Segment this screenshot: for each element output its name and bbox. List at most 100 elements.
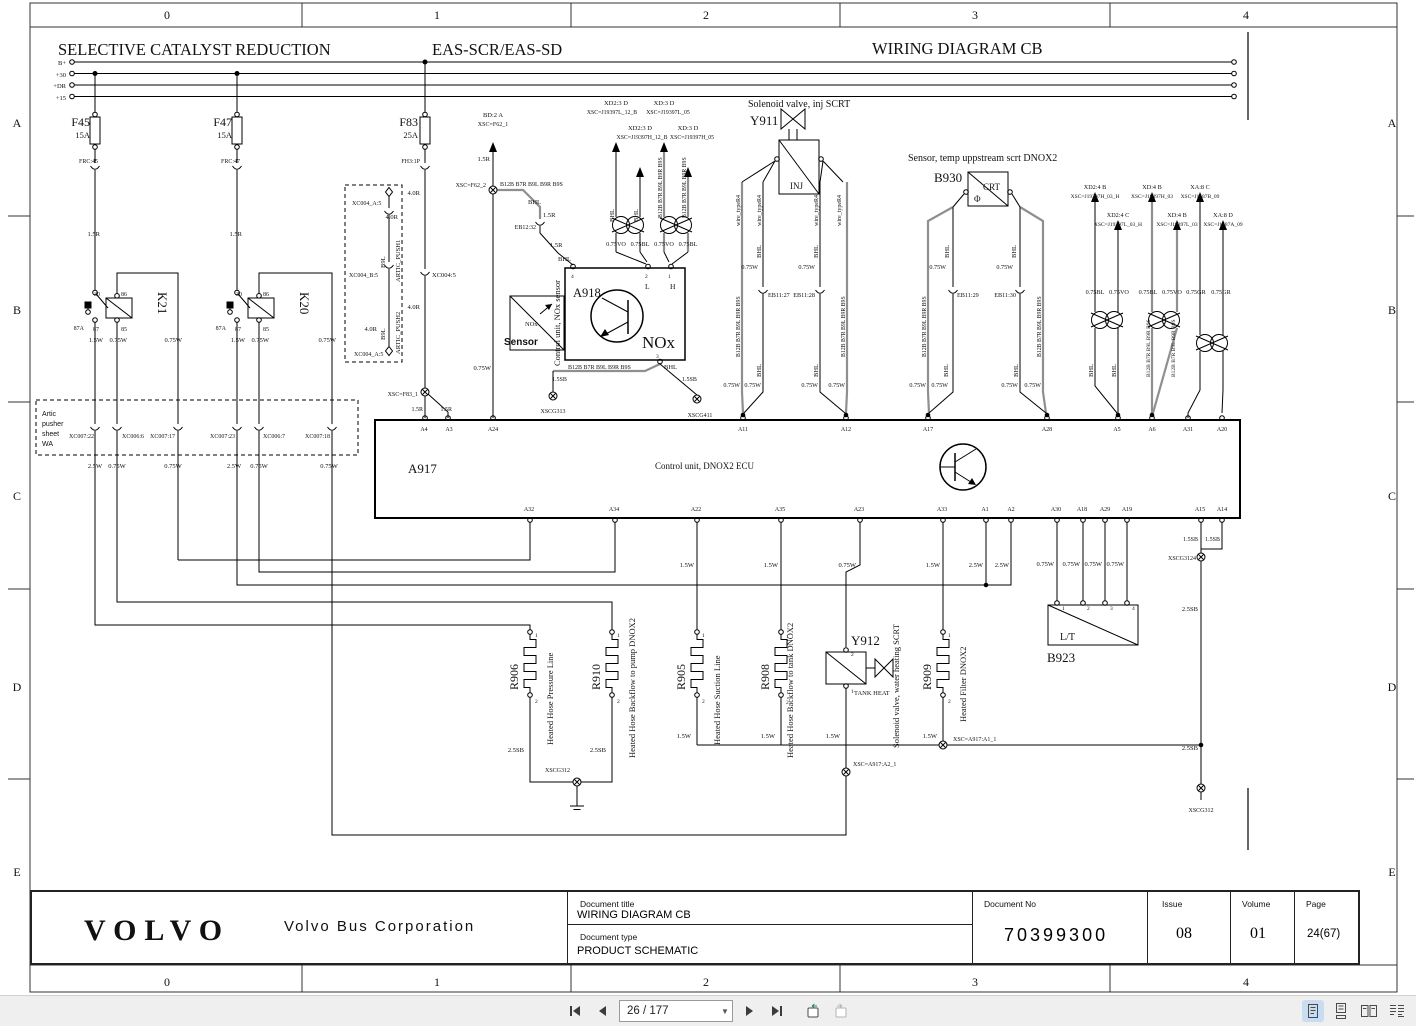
grid-col: 1 — [434, 975, 440, 989]
sensor-b930-symbol — [964, 172, 1013, 206]
grid-col: 0 — [164, 975, 170, 989]
diagram-label: XC007:17 — [150, 434, 175, 440]
diagram-label: EB12:32 — [515, 225, 536, 231]
diagram-label: 0.75W — [828, 382, 845, 389]
relay-k20-label: K20 — [297, 292, 312, 314]
diagram-label: 0.75W — [801, 382, 818, 389]
diagram-label: 0.75W — [1024, 382, 1041, 389]
previous-page-button[interactable] — [591, 999, 615, 1023]
diagram-label: 0.75W — [931, 382, 948, 389]
diagram-label: A14 — [1217, 507, 1227, 513]
diagram-label: BHL — [756, 364, 763, 377]
fuse-f83-label: F83 — [399, 115, 418, 129]
diagram-label: sheet — [42, 431, 59, 438]
fuse-f45-symbol — [90, 117, 100, 144]
diagram-label: XC004_B:5 — [349, 273, 378, 279]
diagram-label: XSC=F62_2 — [456, 183, 486, 189]
diagram-label: 1.5R — [88, 231, 101, 238]
diagram-label: XC006:7 — [263, 434, 285, 440]
diagram-label: BHL — [528, 199, 541, 206]
diagram-label: 2.5W — [969, 562, 984, 569]
diagram-label: Control unit, NOx sensor — [552, 280, 562, 366]
diagram-label: A22 — [691, 507, 701, 513]
diagram-label: 15A — [217, 130, 233, 140]
diagram-label: 1.5W — [231, 337, 246, 344]
nox-sensor-symbol — [510, 296, 564, 350]
diagram-label: 0.75W — [741, 264, 758, 271]
last-page-button[interactable] — [765, 999, 789, 1023]
diagram-label: Heated Hose Pressure Line — [545, 652, 555, 745]
diagram-label: 0.75W — [473, 365, 491, 372]
diagram-label: B9L — [380, 256, 387, 268]
next-page-button[interactable] — [737, 999, 761, 1023]
diagram-label: BHL — [664, 364, 677, 371]
two-page-continuous-view-button[interactable] — [1386, 1000, 1408, 1022]
diagram-label: 2.5W — [88, 463, 103, 470]
diagram-label: 0.75W — [929, 264, 946, 271]
grid-row: E — [1388, 865, 1395, 879]
title-block-divider — [1294, 892, 1295, 963]
diagram-label: A23 — [854, 507, 864, 513]
diagram-label: 0.75GR — [1186, 289, 1206, 296]
component-b923-label: B923 — [1047, 650, 1075, 665]
diagram-label: 0.75W — [798, 264, 815, 271]
component-r906-label: R906 — [507, 664, 521, 690]
diagram-label: FRC:47 — [221, 159, 240, 165]
diagram-label: 2.5W — [227, 463, 242, 470]
title-block: VOLVO Volvo Bus Corporation Document tit… — [30, 890, 1360, 965]
diagram-label: A5 — [1113, 427, 1120, 433]
document-no-label: Document No — [984, 899, 1036, 909]
two-page-view-button[interactable] — [1358, 1000, 1380, 1022]
first-page-button[interactable] — [563, 999, 587, 1023]
page-number-combobox[interactable]: 26 / 177 ▼ — [619, 1000, 733, 1022]
single-page-icon — [1308, 1004, 1318, 1018]
diagram-label: XSCG313 — [540, 409, 565, 415]
resistor-r905-symbol — [690, 630, 704, 698]
diagram-label: H — [670, 282, 676, 291]
solenoid-valve-y911-symbol — [775, 109, 824, 194]
diagram-label: 2 — [535, 699, 538, 705]
next-view-button[interactable] — [829, 999, 853, 1023]
fuse-f47-label: F47 — [213, 115, 232, 129]
diagram-label: 2 — [851, 652, 854, 658]
previous-view-button[interactable] — [801, 999, 825, 1023]
diagram-label: XD:4 B — [1167, 212, 1186, 219]
diagram-label: BHL — [1011, 245, 1018, 258]
component-r909-label: R909 — [920, 664, 934, 690]
grid-col: 2 — [703, 975, 709, 989]
diagram-label: XSC=J1587A_09 — [1203, 222, 1242, 228]
diagram-label: 1.5W — [680, 562, 695, 569]
diagram-label: Heated Hose Backflow to pump DNOX2 — [627, 618, 637, 758]
diagram-label: wire_typeR4 — [814, 195, 820, 226]
control-unit-a918-box — [565, 264, 685, 364]
diagram-label: FRC:45 — [79, 159, 98, 165]
diagram-label: 1.5W — [89, 337, 104, 344]
diagram-label: XC004:5 — [432, 272, 456, 279]
diagram-label: 1.5W — [923, 733, 938, 740]
diagram-label: A11 — [738, 427, 748, 433]
diagram-label: 1.5SB — [1183, 537, 1198, 543]
diagram-label: Heated Filter DNOX2 — [958, 646, 968, 722]
diagram-label: FH3:1P — [401, 159, 420, 165]
diagram-label: 0.75W — [164, 463, 182, 470]
sheet-frame — [8, 3, 1414, 992]
title-block-divider — [1230, 892, 1231, 963]
diagram-label: B12B B7R B9L B9R B9S — [1037, 296, 1043, 357]
continuous-scroll-view-button[interactable] — [1330, 1000, 1352, 1022]
single-page-view-button[interactable] — [1302, 1000, 1324, 1022]
diagram-label: 2 — [617, 699, 620, 705]
diagram-label: 3 — [1110, 606, 1113, 612]
diagram-label: 1.5R — [230, 231, 243, 238]
issue-value: 08 — [1176, 925, 1192, 942]
two-page-icon — [1361, 1005, 1377, 1017]
diagram-label: L — [645, 282, 650, 291]
diagram-label: 2 — [645, 274, 648, 280]
rail-label: +DR — [53, 83, 66, 90]
component-a918-label: A918 — [573, 286, 601, 300]
diagram-label: A35 — [775, 507, 785, 513]
diagram-label: 87 — [235, 327, 241, 333]
diagram-label: BHL — [1088, 364, 1095, 377]
diagram-label: XSCG411 — [688, 413, 713, 419]
diagram-label: 1 — [948, 633, 951, 639]
